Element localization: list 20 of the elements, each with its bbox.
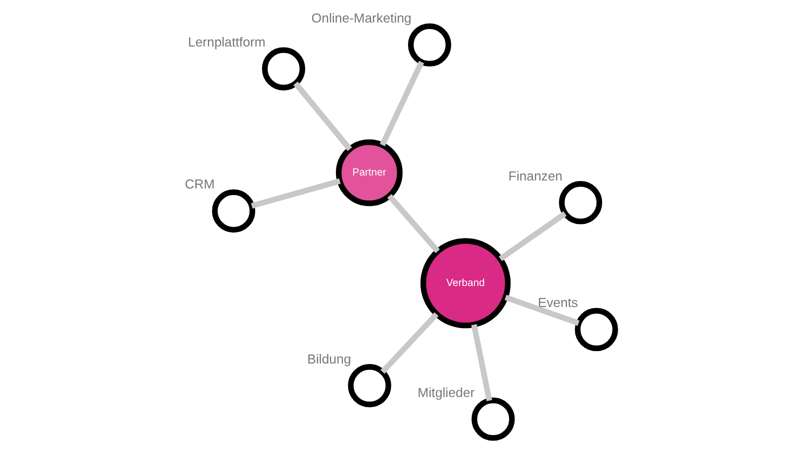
connector [498, 211, 567, 262]
node-circle: Verband [420, 238, 511, 328]
connector [380, 312, 439, 374]
node-label: Online-Marketing [311, 10, 412, 26]
connector [504, 294, 580, 326]
node-circle [212, 189, 256, 233]
connector [380, 60, 424, 146]
node-label: Lernplattform [188, 34, 266, 50]
connector [387, 194, 440, 254]
node-circle [558, 181, 602, 224]
connector [251, 178, 341, 209]
node-label: Mitglieder [418, 384, 475, 400]
node-circle [574, 308, 618, 352]
node-label: Events [538, 295, 578, 310]
node-label: Finanzen [508, 168, 562, 184]
connector [471, 324, 492, 402]
node-label: CRM [184, 176, 215, 192]
node-label: Bildung [307, 351, 352, 366]
connector [293, 82, 352, 151]
node-circle: Partner [336, 139, 403, 206]
